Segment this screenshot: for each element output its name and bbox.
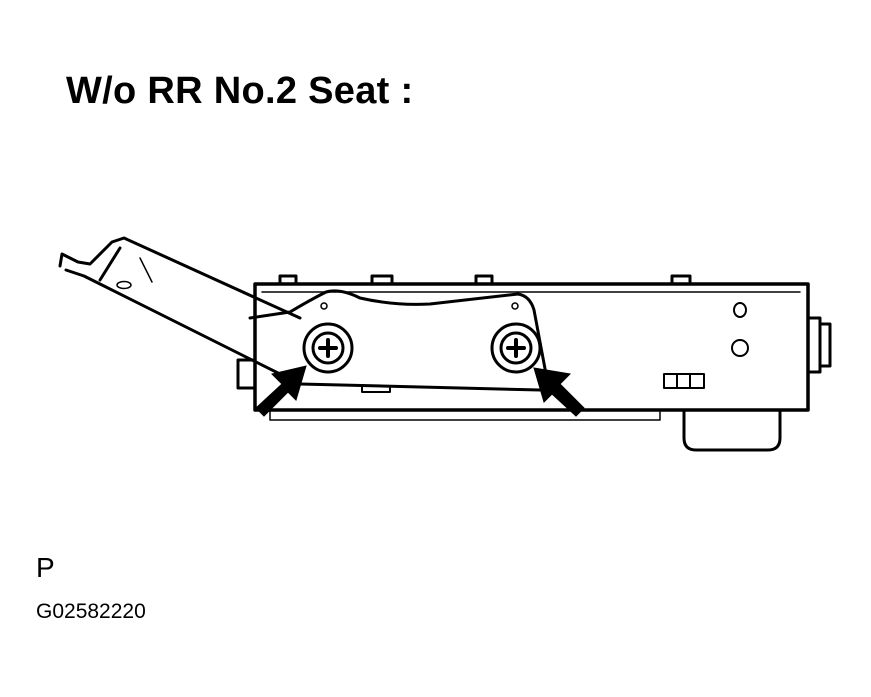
- diagram-title: W/o RR No.2 Seat :: [66, 70, 414, 112]
- right-screw-icon: [490, 322, 542, 374]
- view-letter: P: [36, 552, 55, 583]
- figure-code: G02582220: [36, 600, 146, 623]
- bracket-arm: [58, 236, 302, 376]
- mounting-plate: [248, 289, 548, 393]
- left-screw-icon: [302, 322, 354, 374]
- component-housing: [236, 274, 832, 452]
- right-arrow-icon: [533, 367, 585, 417]
- left-arrow-icon: [255, 365, 307, 417]
- side-details: [663, 302, 749, 389]
